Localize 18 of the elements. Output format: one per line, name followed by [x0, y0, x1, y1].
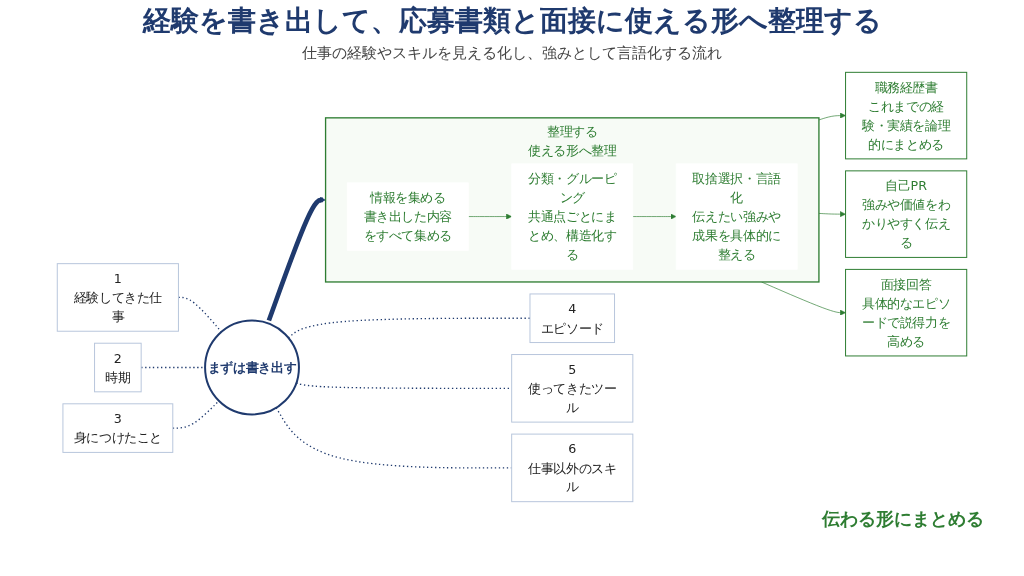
node-box: 分類・グルーピング 共通点ごとにまとめ、構造化する — [511, 163, 634, 270]
summary-note: 伝わる形にまとめる — [822, 508, 984, 529]
node-box: 6 仕事以外のスキル — [511, 433, 634, 503]
node-box: 2 時期 — [94, 342, 142, 393]
node-box: 5 使ってきたツール — [511, 354, 634, 423]
node-box: 1 経験してきた仕事 — [56, 263, 179, 332]
node-box: 面接回答 具体的なエピソードで説得力を高める — [845, 268, 968, 357]
node-box: 情報を集める 書き出した内容をすべて集める — [346, 182, 469, 251]
connector — [172, 400, 220, 429]
node-circle: まずは書き出す — [204, 319, 300, 416]
node-box: 4 エピソード — [529, 293, 616, 344]
arrow — [266, 197, 326, 322]
node-box: 職務経歴書 これまでの経験・実績を論理的にまとめる — [845, 71, 968, 160]
node-box: 取捨選択・言語化 伝えたい強みや成果を具体的に整える — [675, 163, 798, 270]
title: 経験を書き出して、応募書類と面接に使える形へ整理する — [141, 3, 883, 39]
subtitle: 仕事の経験やスキルを見える化し、強みとして言語化する流れ — [301, 44, 723, 63]
node-box: 3 身につけたこと — [62, 403, 174, 453]
node-box: 自己PR 強みや価値をわかりやすく伝える — [845, 170, 968, 258]
